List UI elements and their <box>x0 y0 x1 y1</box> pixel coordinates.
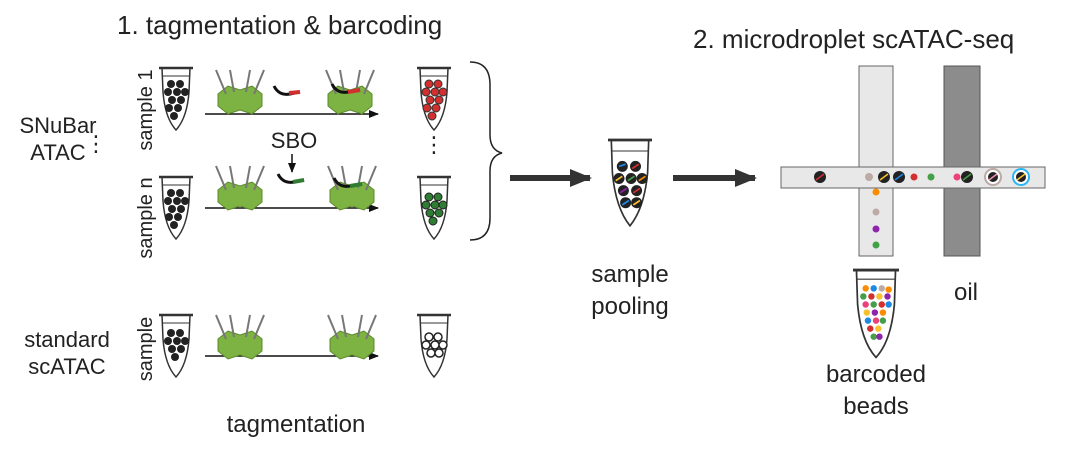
pooling-label-line1: sample <box>591 261 668 288</box>
microfluidic-chip <box>780 65 1046 257</box>
standard-label-line2: scATAC <box>28 354 106 379</box>
beads-label-line2: beads <box>843 393 908 420</box>
barcoded-beads-tube <box>853 268 899 359</box>
tn5-icon <box>327 314 377 360</box>
sbo-red-icon <box>347 88 361 94</box>
standard-label-line1: standard <box>24 327 110 352</box>
snubar-label-line1: SNuBar <box>19 113 96 138</box>
sbo-green-icon <box>349 182 363 188</box>
tn5-icon <box>215 165 265 211</box>
sample-label: sample <box>135 317 157 381</box>
standard-tagmented-tube <box>415 313 453 379</box>
standard-sample-tube <box>157 313 195 379</box>
tn5-icon <box>215 314 265 360</box>
samplen-tube <box>157 175 195 241</box>
sbo-green-icon <box>292 178 305 184</box>
adapter-icon <box>330 83 361 94</box>
step1-heading: 1. tagmentation & barcoding <box>117 10 442 40</box>
snubar-label-line2: ATAC <box>30 140 86 165</box>
samplen-barcoded-tube <box>415 175 453 241</box>
sample1-label: sample 1 <box>135 69 157 150</box>
tn5-icon <box>327 165 377 211</box>
pooled-tube <box>607 138 653 228</box>
tn5-icon <box>215 69 265 115</box>
sample1-barcoded-tube <box>415 66 453 132</box>
sbo-red-icon <box>288 90 301 95</box>
dots-right: ⋮ <box>423 132 445 157</box>
step2-heading: 2. microdroplet scATAC-seq <box>693 24 1014 54</box>
pooling-label-line2: pooling <box>591 293 668 320</box>
tagmentation-label: tagmentation <box>227 411 366 438</box>
sbo-label: SBO <box>271 128 317 153</box>
beads-label-line1: barcoded <box>826 361 926 388</box>
sample1-tube <box>157 66 195 132</box>
samplen-label: sample n <box>135 177 157 258</box>
brace <box>469 61 503 241</box>
dots-left: ⋮ <box>85 131 107 156</box>
oil-label: oil <box>954 279 978 306</box>
adapter-icon <box>332 177 363 188</box>
